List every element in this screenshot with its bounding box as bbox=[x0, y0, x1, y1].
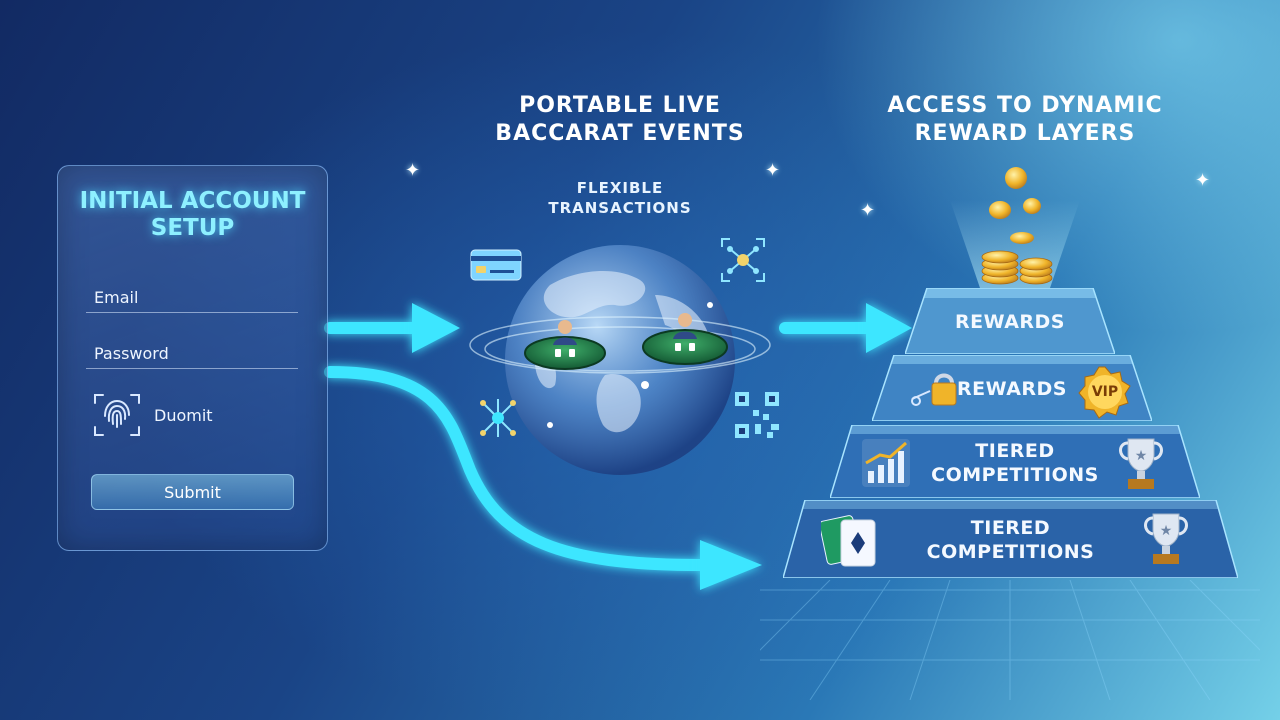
email-field[interactable]: Email bbox=[86, 276, 298, 313]
tier-3-label-line: COMPETITIONS bbox=[931, 464, 1099, 486]
email-label: Email bbox=[94, 288, 139, 307]
panel-title: INITIAL ACCOUNT SETUP bbox=[58, 188, 327, 242]
arrow-head bbox=[866, 303, 912, 353]
tier-2-label: REWARDS bbox=[956, 378, 1067, 400]
tier-4-label-line: TIERED bbox=[970, 517, 1051, 539]
qr-code-icon bbox=[735, 392, 779, 438]
blockchain-icon bbox=[480, 399, 516, 437]
rewards-title-line: ACCESS TO DYNAMIC bbox=[887, 93, 1163, 118]
coin-stack-illustration bbox=[950, 167, 1080, 288]
globe-title-line: BACCARAT EVENTS bbox=[495, 121, 745, 146]
trophy-icon: ★ bbox=[1144, 513, 1188, 564]
baccarat-table bbox=[524, 336, 606, 370]
arrow-curved-to-pyramid bbox=[324, 366, 706, 571]
vip-badge-icon bbox=[1078, 366, 1131, 419]
arrow-head bbox=[700, 540, 762, 590]
lock-key-icon bbox=[911, 373, 957, 406]
growth-chart-icon bbox=[862, 439, 910, 487]
account-setup-panel: INITIAL ACCOUNT SETUP Email Password Duo… bbox=[57, 165, 328, 551]
arrow-head bbox=[412, 303, 460, 353]
svg-text:★: ★ bbox=[1135, 448, 1148, 464]
sparkle-icon: ✦ bbox=[765, 160, 781, 181]
globe-illustration bbox=[469, 245, 771, 475]
globe-title-line: PORTABLE LIVE bbox=[519, 93, 721, 118]
subtitle-line: TRANSACTIONS bbox=[548, 199, 692, 217]
dealer-icon bbox=[553, 320, 577, 345]
credit-card-icon bbox=[470, 249, 522, 281]
pyramid-tier-1: REWARDS bbox=[905, 288, 1115, 354]
vip-badge-label: VIP bbox=[1091, 384, 1119, 400]
fingerprint-label: Duomit bbox=[154, 406, 213, 425]
globe-section-title: PORTABLE LIVE BACCARAT EVENTS bbox=[470, 92, 770, 148]
tier-3-label: TIERED COMPETITIONS bbox=[830, 439, 1200, 487]
dealer-icon bbox=[673, 313, 697, 339]
sparkle-icon: ✦ bbox=[1195, 170, 1211, 191]
submit-button[interactable]: Submit bbox=[91, 474, 294, 510]
fingerprint-icon[interactable] bbox=[93, 391, 141, 439]
tier-1-label: REWARDS bbox=[954, 311, 1065, 333]
pyramid-tier-2: REWARDS VIP bbox=[872, 355, 1152, 421]
rewards-section-title: ACCESS TO DYNAMIC REWARD LAYERS bbox=[870, 92, 1180, 148]
baccarat-table bbox=[642, 329, 728, 365]
panel-title-line: INITIAL ACCOUNT bbox=[79, 188, 306, 214]
floor-grid bbox=[760, 580, 1260, 700]
sparkle-icon: ✦ bbox=[405, 160, 421, 181]
svg-text:★: ★ bbox=[1160, 523, 1173, 539]
password-label: Password bbox=[94, 344, 169, 363]
pyramid-tier-4: TIERED COMPETITIONS ★ bbox=[783, 500, 1238, 578]
globe-continents bbox=[534, 270, 710, 433]
pyramid-tier-3: TIERED COMPETITIONS ★ bbox=[830, 425, 1200, 498]
playing-cards-icon bbox=[821, 515, 876, 567]
password-field[interactable]: Password bbox=[86, 332, 298, 369]
panel-title-line: SETUP bbox=[150, 215, 235, 241]
subtitle-line: FLEXIBLE bbox=[576, 179, 664, 197]
rewards-title-line: REWARD LAYERS bbox=[914, 121, 1136, 146]
transactions-subtitle: FLEXIBLE TRANSACTIONS bbox=[520, 178, 720, 218]
sparkle-icon: ✦ bbox=[860, 200, 876, 221]
tier-4-label-line: COMPETITIONS bbox=[926, 541, 1095, 563]
trophy-icon: ★ bbox=[1119, 438, 1163, 489]
tier-3-label-line: TIERED bbox=[975, 440, 1055, 462]
network-icon bbox=[721, 238, 765, 282]
tier-4-label: TIERED COMPETITIONS bbox=[783, 516, 1238, 564]
